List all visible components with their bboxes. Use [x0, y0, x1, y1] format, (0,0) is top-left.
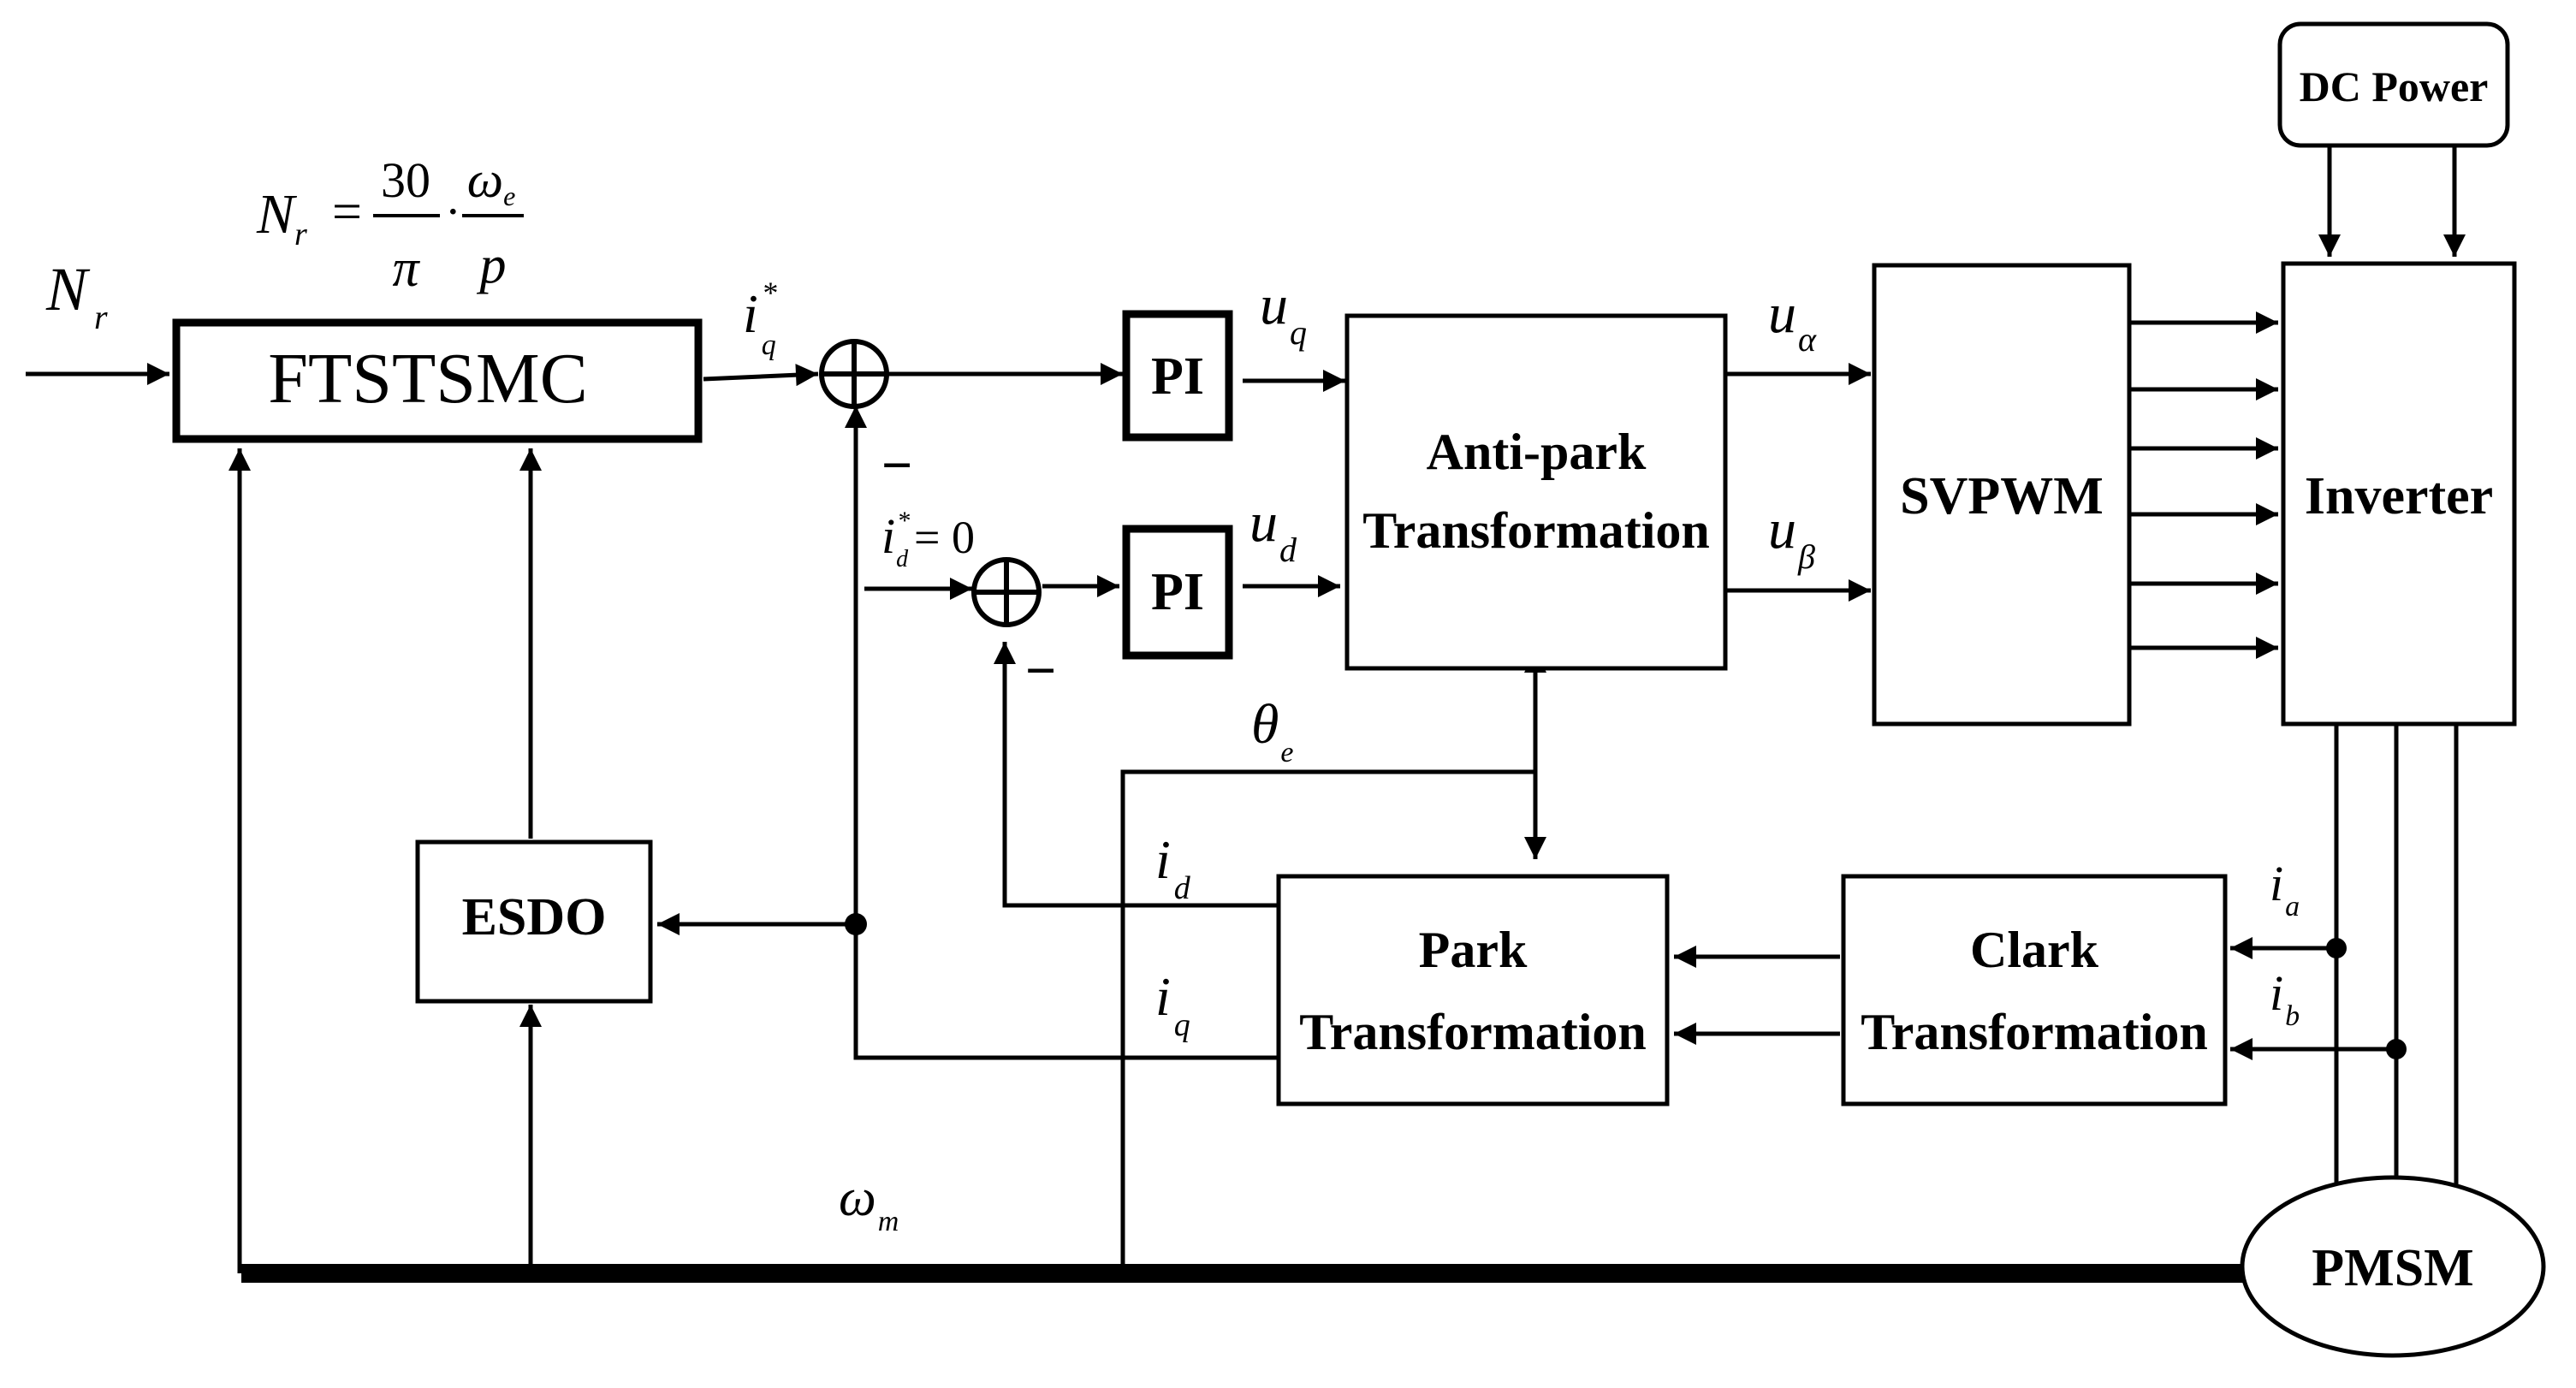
ubeta-label: uβ: [1768, 498, 1815, 576]
park-block: Park Transformation: [1276, 874, 1670, 1106]
iq-junction: [845, 913, 867, 935]
ftstsmc-label: FTSTSMC: [268, 339, 588, 418]
ftstsmc-block: FTSTSMC: [172, 318, 703, 443]
speed-equation: Nr = 30 π · ωe p: [256, 151, 524, 298]
eq-num1: 30: [381, 152, 430, 208]
inverter-label: Inverter: [2305, 467, 2493, 525]
ualpha-label: uα: [1768, 282, 1817, 359]
theta-line: [1120, 769, 1535, 1273]
clark-block: Clark Transformation: [1841, 874, 2228, 1106]
ib-junction: [2386, 1039, 2407, 1059]
iq-feedback-line: [845, 406, 1279, 1060]
eq-lhs-var: N: [256, 183, 298, 246]
antipark-block: Anti-park Transformation: [1344, 313, 1728, 671]
pi-d-block: PI: [1122, 525, 1233, 660]
pi-q-label: PI: [1151, 347, 1204, 406]
pmsm-label: PMSM: [2312, 1239, 2473, 1297]
eq-num2-sub: e: [503, 181, 515, 211]
eq-den1: π: [392, 240, 420, 298]
esdo-label: ESDO: [462, 888, 607, 946]
iq-ref-arrow: [703, 364, 819, 387]
esdo-block: ESDO: [415, 839, 653, 1004]
ud-label: ud: [1249, 491, 1297, 569]
wires: [26, 147, 2466, 1283]
dc-power-block: DC Power: [2277, 21, 2510, 148]
svpwm-label: SVPWM: [1900, 467, 2104, 525]
pmsm-motor: PMSM: [2240, 1175, 2546, 1358]
eq-dot: ·: [445, 186, 461, 239]
park-label-line1: Park: [1419, 922, 1528, 978]
ia-label: ia: [2270, 856, 2300, 922]
uq-label: uq: [1260, 274, 1307, 352]
ia-junction: [2326, 938, 2347, 958]
eq-num2-var: ω: [467, 151, 503, 208]
iq-ref-label: i*q: [743, 276, 777, 361]
antipark-label-line1: Anti-park: [1427, 424, 1647, 480]
clark-label-line2: Transformation: [1861, 1004, 2208, 1060]
ib-label: ib: [2270, 965, 2300, 1032]
id-ref-label: i*d: [881, 507, 910, 572]
inverter-block: Inverter: [2281, 261, 2517, 727]
sum-d-minus-sign: −: [1025, 640, 1056, 701]
wm-label: ωm: [839, 1169, 899, 1237]
antipark-label-line2: Transformation: [1362, 502, 1710, 559]
svpwm-block: SVPWM: [1872, 263, 2132, 727]
eq-den2: p: [477, 236, 507, 294]
dc-power-label: DC Power: [2300, 62, 2489, 110]
pi-d-label: PI: [1151, 563, 1204, 621]
sum-junction-d: [971, 557, 1042, 627]
id-feedback-line: [994, 642, 1279, 908]
eq-lhs-sub: r: [294, 217, 307, 252]
pi-q-block: PI: [1122, 310, 1233, 442]
svg-text:Nr: Nr: [256, 183, 307, 252]
sum-junction-q: [819, 339, 889, 409]
clark-label-line1: Clark: [1970, 922, 2099, 978]
park-label-line2: Transformation: [1299, 1004, 1647, 1060]
theta-label: θe: [1251, 693, 1294, 768]
svg-text:ωe: ωe: [467, 151, 516, 211]
id-ref-value: = 0: [914, 512, 975, 563]
eq-equals: =: [332, 183, 362, 241]
sum-q-minus-sign: −: [881, 435, 912, 495]
